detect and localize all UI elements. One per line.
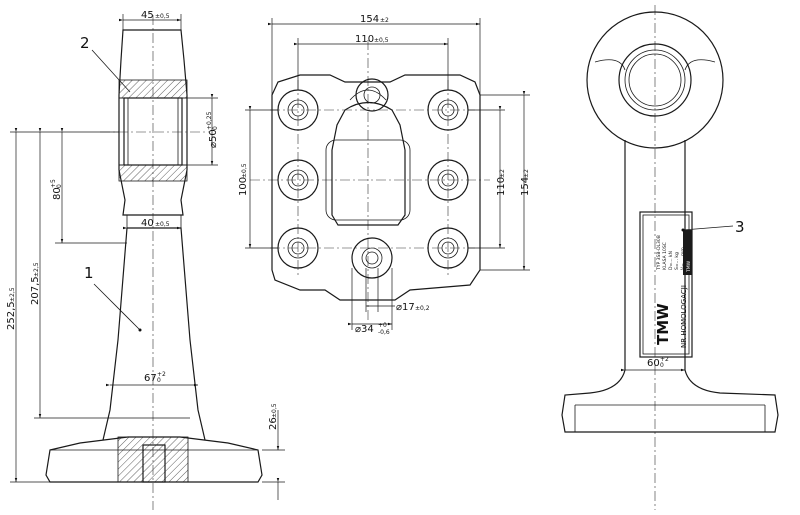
- dim-plate-width: 154: [360, 14, 379, 25]
- svg-text:±0,5: ±0,5: [155, 221, 170, 228]
- svg-text:±0,5: ±0,5: [241, 163, 248, 178]
- callout-1: 1: [84, 264, 94, 282]
- dim-boss-diameter: ⌀34: [355, 324, 374, 335]
- svg-text:0: 0: [157, 377, 161, 384]
- bushing-bottom-hatch: [118, 164, 188, 182]
- eye-outline: [118, 29, 188, 216]
- dim-hole-spacing-v: 100: [238, 177, 249, 196]
- svg-text:±0,5: ±0,5: [271, 403, 278, 418]
- plate-view-dimensions: 154 ±2 110 ±0,5 100 ±0,5 110 ±2 154 ±2: [238, 14, 531, 336]
- svg-text:S=... kg: S=... kg: [674, 252, 680, 270]
- svg-text:±2,5: ±2,5: [9, 287, 16, 302]
- dim-height-207: 207,5: [30, 276, 41, 305]
- svg-text:+2: +2: [660, 356, 669, 363]
- side-neck: [561, 140, 779, 433]
- boss-column: [331, 101, 406, 226]
- dim-bore-diameter: ⌀50: [208, 129, 219, 148]
- dim-height-80: 80: [52, 187, 63, 200]
- svg-text:±2: ±2: [523, 169, 530, 178]
- front-section-view: [45, 15, 263, 510]
- svg-text:±0,5: ±0,5: [155, 13, 170, 20]
- shaft-outline: [102, 227, 206, 441]
- dim-hole-diameter: ⌀17: [396, 302, 415, 313]
- bushing-top-hatch: [118, 79, 188, 99]
- nameplate: [639, 211, 693, 358]
- dim-flange-width: 45: [141, 10, 154, 21]
- side-view: TMW NR HOMOLOGACJI TYP 3SB-DL30B KLASA 1…: [561, 5, 779, 510]
- dim-base-neck: 67: [144, 373, 157, 384]
- nameplate-brand: TMW: [654, 303, 672, 345]
- svg-text:+5: +5: [50, 179, 57, 188]
- callout-2: 2: [80, 34, 90, 52]
- svg-text:+2: +2: [157, 371, 166, 378]
- dim-hole-spacing-h: 110: [355, 34, 374, 45]
- svg-text:0: 0: [660, 362, 664, 369]
- dim-plate-height: 154: [520, 177, 531, 196]
- ring-outer: [586, 11, 724, 149]
- dim-base-height: 26: [268, 417, 279, 430]
- svg-text:+0,25: +0,25: [206, 111, 213, 130]
- svg-text:±2: ±2: [499, 169, 506, 178]
- dim-height-252: 252,5: [6, 301, 17, 330]
- svg-text:±0,5: ±0,5: [374, 37, 389, 44]
- callout-3: 3: [735, 218, 745, 236]
- svg-text:KLASA 10SC: KLASA 10SC: [662, 242, 668, 270]
- dim-side-neck: 60: [647, 358, 660, 369]
- top-plate-view: [250, 40, 490, 320]
- svg-text:D=... kN: D=... kN: [668, 251, 674, 270]
- side-view-dimensions: 60 +2 0 3: [620, 218, 745, 372]
- svg-text:TMW: TMW: [686, 260, 692, 273]
- front-view-dimensions: 45 ±0,5 ⌀50 +0,25 0 40 ±0,5 80 +5 0 207,…: [6, 10, 285, 500]
- svg-text:0: 0: [212, 126, 219, 130]
- dim-hole-spacing-v-right: 110: [496, 177, 507, 196]
- nameplate-homologation: NR HOMOLOGACJI: [680, 285, 688, 348]
- base-hatch: [117, 436, 189, 483]
- svg-text:TYP 3SB-DL30B: TYP 3SB-DL30B: [656, 235, 662, 271]
- nameplate-logo: TMW: [683, 230, 692, 275]
- dim-shaft-width: 40: [141, 218, 154, 229]
- svg-text:0: 0: [56, 184, 63, 188]
- boss-base: [325, 139, 411, 221]
- svg-text:+0: +0: [378, 322, 387, 329]
- svg-text:±2,5: ±2,5: [33, 262, 40, 277]
- svg-text:-0,6: -0,6: [378, 329, 390, 336]
- svg-text:±2: ±2: [380, 17, 389, 24]
- svg-text:±0,2: ±0,2: [415, 305, 430, 312]
- plate-outline: [271, 74, 481, 301]
